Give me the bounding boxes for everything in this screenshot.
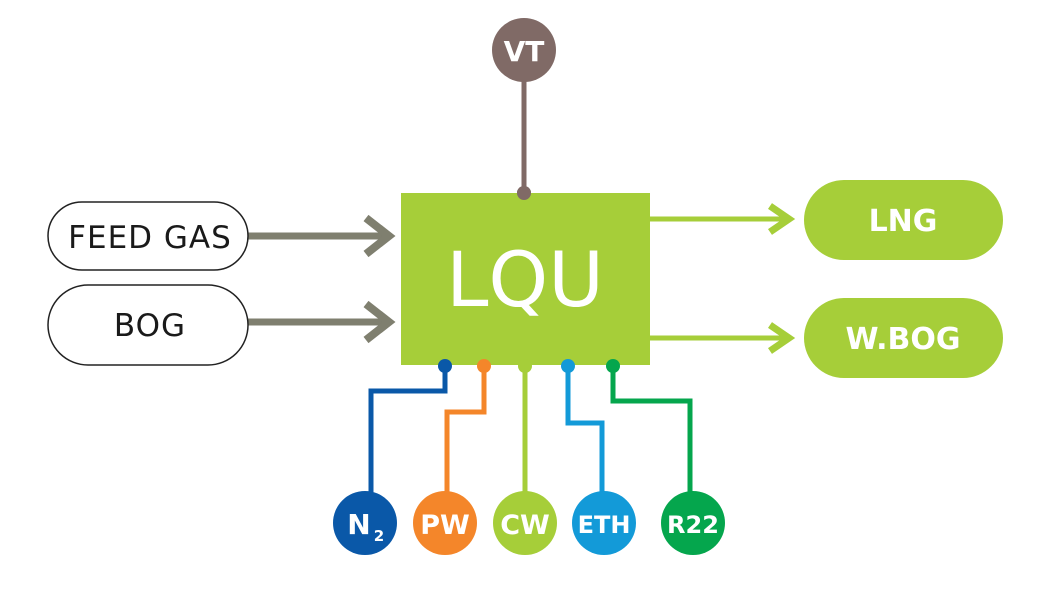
r22-label: R22 xyxy=(667,511,719,539)
lng-node xyxy=(804,180,1003,260)
n2-label: N xyxy=(347,508,370,541)
eth-node xyxy=(572,491,636,555)
eth-connector-line xyxy=(565,365,605,500)
pw-node xyxy=(413,491,477,555)
lqu-label: LQU xyxy=(446,235,604,324)
bog-arrow xyxy=(248,300,396,344)
pw-port-dot xyxy=(477,359,491,373)
lng-arrow xyxy=(650,203,796,235)
vt-port-dot xyxy=(517,186,531,200)
r22-connector-line xyxy=(610,365,693,500)
wbog-arrow xyxy=(650,322,796,354)
r22-port-dot xyxy=(606,359,620,373)
bog-label: BOG xyxy=(114,308,186,344)
n2-port-dot xyxy=(438,359,452,373)
vt-label: VT xyxy=(504,35,545,68)
cw-port-dot xyxy=(518,359,532,373)
feed-gas-label: FEED GAS xyxy=(68,220,232,256)
lng-label: LNG xyxy=(869,204,938,239)
feed-gas-node xyxy=(47,201,249,271)
wbog-node xyxy=(804,298,1003,378)
eth-label: ETH xyxy=(578,511,631,539)
n2-subscript: 2 xyxy=(374,527,384,545)
wbog-label: W.BOG xyxy=(845,322,960,357)
feed-gas-arrow xyxy=(248,214,396,258)
n2-connector-line xyxy=(368,365,448,500)
pw-connector-line xyxy=(444,365,487,500)
eth-port-dot xyxy=(561,359,575,373)
pw-label: PW xyxy=(420,510,470,541)
cw-label: CW xyxy=(500,510,550,541)
bog-node xyxy=(47,284,249,366)
r22-node xyxy=(661,491,725,555)
vt-node xyxy=(492,18,556,82)
n2-node xyxy=(333,491,397,555)
lqu-unit xyxy=(401,193,650,365)
cw-node xyxy=(493,491,557,555)
